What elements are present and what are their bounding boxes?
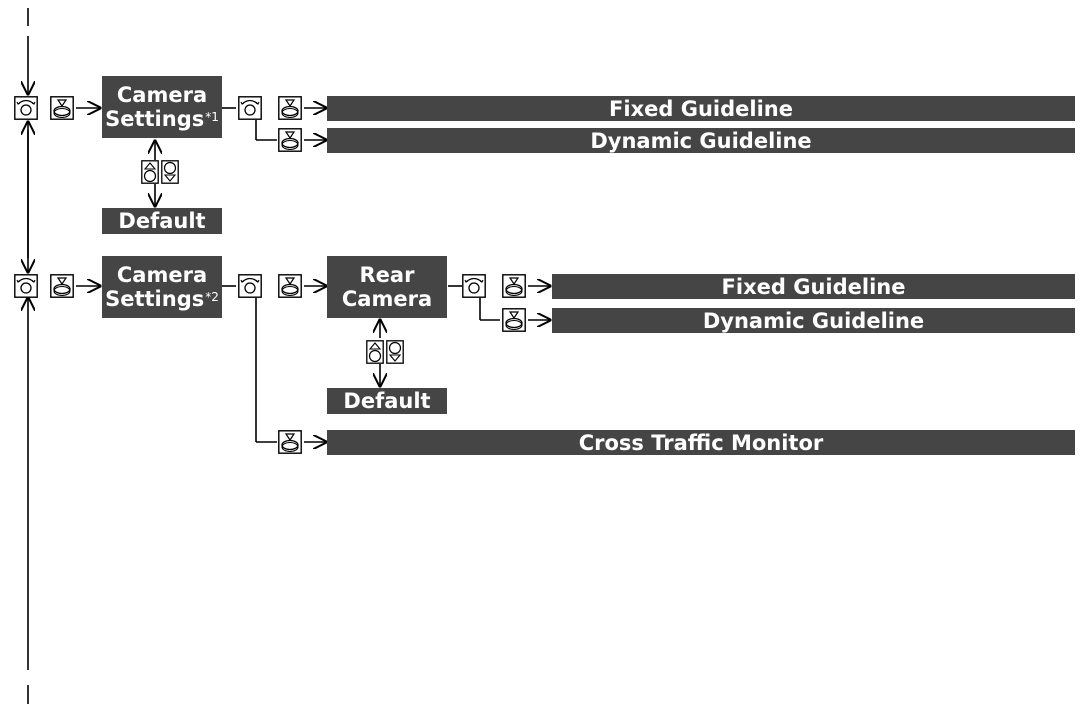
dynamic-guideline-2-box: Dynamic Guideline — [552, 308, 1075, 333]
footnote-marker: *2 — [205, 290, 219, 304]
press-knob-icon — [278, 128, 302, 152]
press-knob-icon — [502, 308, 526, 332]
dynamic-guideline-2-label: Dynamic Guideline — [702, 308, 925, 333]
fixed-guideline-1-box: Fixed Guideline — [327, 96, 1075, 121]
press-knob-icon — [278, 430, 302, 454]
dynamic-guideline-1-box: Dynamic Guideline — [327, 128, 1075, 153]
rotate-knob-icon — [14, 274, 38, 298]
default-2-box: Default — [327, 388, 447, 414]
rotate-knob-icon — [238, 96, 262, 120]
rear-camera-label: Rear — [359, 263, 415, 287]
press-knob-icon — [278, 96, 302, 120]
default-1-label: Default — [118, 209, 206, 233]
fixed-guideline-1-label: Fixed Guideline — [609, 96, 793, 121]
scroll-down-icon — [386, 340, 404, 364]
fixed-guideline-2-box: Fixed Guideline — [552, 274, 1075, 299]
scroll-up-icon — [366, 340, 384, 364]
rotate-knob-icon — [238, 274, 262, 298]
footnote-marker: *1 — [205, 110, 219, 124]
press-knob-icon — [502, 274, 526, 298]
scroll-down-icon — [161, 160, 179, 184]
dynamic-guideline-1-label: Dynamic Guideline — [590, 128, 812, 153]
camera-settings-2-box: Camera Settings*2 — [102, 256, 222, 318]
cross-traffic-monitor-label: Cross Traffic Monitor — [578, 430, 824, 455]
fixed-guideline-2-label: Fixed Guideline — [721, 274, 906, 299]
press-knob-icon — [50, 274, 74, 298]
rotate-knob-icon — [462, 274, 486, 298]
default-1-box: Default — [102, 208, 222, 234]
camera-settings-1-box: Camera Settings*1 — [102, 76, 222, 138]
camera-settings-2-label: Camera — [116, 263, 208, 287]
cross-traffic-monitor-box: Cross Traffic Monitor — [327, 430, 1075, 455]
press-knob-icon — [278, 274, 302, 298]
camera-settings-1-label: Camera — [116, 83, 208, 107]
default-2-label: Default — [343, 389, 431, 413]
camera-settings-2-label-line2: Settings*2 — [105, 287, 219, 311]
rear-camera-box: Rear Camera — [327, 256, 447, 318]
rotate-knob-icon — [14, 96, 38, 120]
rear-camera-label-line2: Camera — [341, 287, 433, 311]
camera-settings-1-label-line2: Settings*1 — [105, 107, 219, 131]
scroll-up-icon — [141, 160, 159, 184]
press-knob-icon — [50, 96, 74, 120]
